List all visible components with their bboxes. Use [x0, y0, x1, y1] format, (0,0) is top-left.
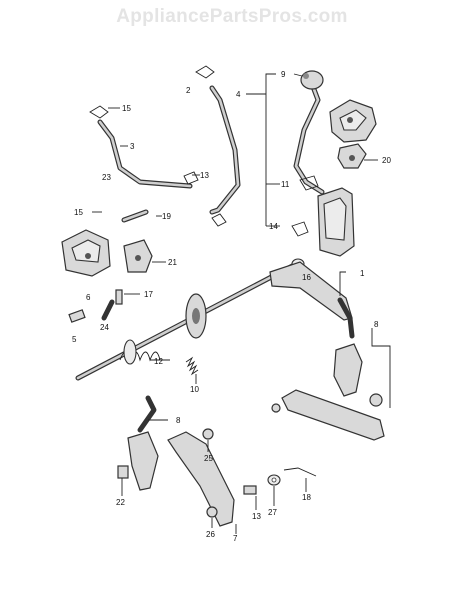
bracket-20 [337, 143, 367, 169]
mount-plate-1 [317, 187, 355, 257]
callout-19: 19 [162, 212, 171, 221]
pin-5 [68, 309, 86, 323]
callout-8-left: 8 [176, 416, 181, 425]
callout-5: 5 [72, 335, 77, 344]
callout-26: 26 [206, 530, 215, 539]
spring-12 [119, 339, 161, 365]
callout-23: 23 [102, 173, 111, 182]
clip-13-upper [183, 171, 199, 185]
clip-small [211, 213, 227, 227]
callout-10: 10 [190, 385, 199, 394]
nut-right [369, 393, 383, 407]
leader-lines [92, 73, 391, 534]
callout-21: 21 [168, 258, 177, 267]
callout-11: 11 [281, 180, 290, 189]
callout-2: 2 [186, 86, 191, 95]
callout-18: 18 [302, 493, 311, 502]
pin-19 [121, 209, 149, 223]
callout-13-lower: 13 [252, 512, 261, 521]
pin-24 [101, 299, 115, 321]
nut-26 [206, 506, 218, 518]
nut-25 [202, 428, 214, 440]
shaft-disc [185, 293, 207, 339]
callout-15-upper: 15 [122, 104, 131, 113]
clip-14 [291, 221, 309, 237]
washer-27 [267, 474, 281, 486]
callout-20: 20 [382, 156, 391, 165]
callout-16: 16 [302, 273, 311, 282]
link-rod-3 [97, 119, 193, 189]
callout-6: 6 [86, 293, 91, 302]
clip-11 [299, 175, 319, 191]
callout-25: 25 [204, 454, 213, 463]
lever-8-left [127, 395, 159, 491]
callout-9: 9 [281, 70, 286, 79]
spring-10 [185, 356, 199, 376]
callout-3: 3 [130, 142, 135, 151]
callout-12: 12 [154, 357, 163, 366]
nut-left-small [271, 403, 281, 413]
bracket-21 [123, 239, 153, 273]
lever-8-right [333, 297, 363, 397]
callout-4: 4 [236, 90, 241, 99]
pin-17 [115, 289, 123, 305]
clip-top [195, 65, 215, 79]
link-bar-7 [167, 431, 235, 527]
bracket-6 [61, 229, 111, 277]
callout-17: 17 [144, 290, 153, 299]
clip-18 [283, 467, 317, 477]
callout-labels: 1 2 3 4 5 6 7 8 8 9 10 11 12 13 13 14 15… [72, 70, 391, 543]
watermark: AppliancePartsPros.com [116, 6, 348, 27]
bolt-13-lower [243, 485, 257, 495]
callout-8-right: 8 [374, 320, 379, 329]
callout-24: 24 [100, 323, 109, 332]
callout-27: 27 [268, 508, 277, 517]
lever-handle-4 [293, 81, 325, 195]
callout-1: 1 [360, 269, 365, 278]
link-rod-2 [209, 85, 241, 215]
bolt-22 [117, 465, 129, 479]
callout-7: 7 [233, 534, 238, 543]
clip-15-upper [89, 105, 109, 119]
link-bar-right [281, 389, 385, 441]
bracket-assembly [329, 99, 377, 143]
callout-15-lower: 15 [74, 208, 83, 217]
callout-22: 22 [116, 498, 125, 507]
callout-13-upper: 13 [200, 171, 209, 180]
callout-14: 14 [269, 222, 278, 231]
handle-knob-9 [300, 70, 324, 90]
